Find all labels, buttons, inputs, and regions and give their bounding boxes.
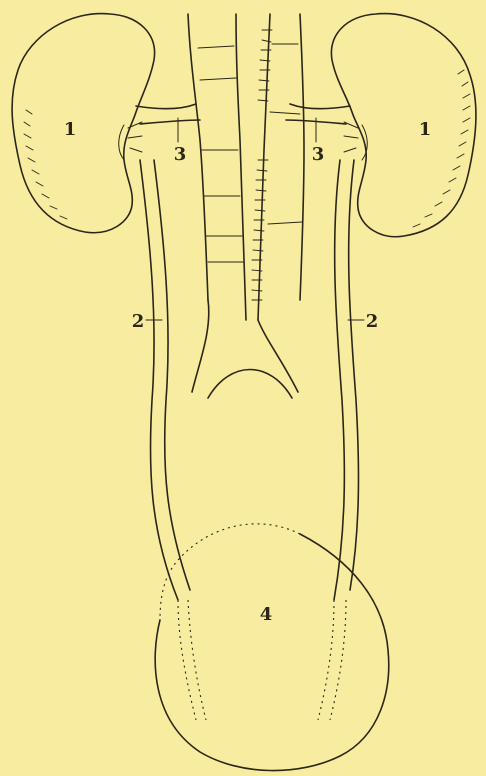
right-kidney (331, 14, 475, 237)
aorta (188, 14, 246, 320)
label-vessel-left: 3 (174, 144, 187, 165)
aortic-bifurcation (192, 300, 298, 398)
label-kidney-left: 1 (64, 119, 77, 140)
right-ureter (334, 160, 358, 600)
label-kidney-right: 1 (419, 119, 432, 140)
label-ureter-right: 2 (366, 311, 379, 332)
left-kidney (12, 14, 154, 233)
label-ureter-left: 2 (132, 311, 145, 332)
vena-cava (252, 14, 304, 320)
label-vessel-right: 3 (312, 144, 325, 165)
renal-vessels (136, 104, 350, 142)
left-ureter (140, 160, 190, 600)
label-bladder: 4 (260, 604, 273, 625)
